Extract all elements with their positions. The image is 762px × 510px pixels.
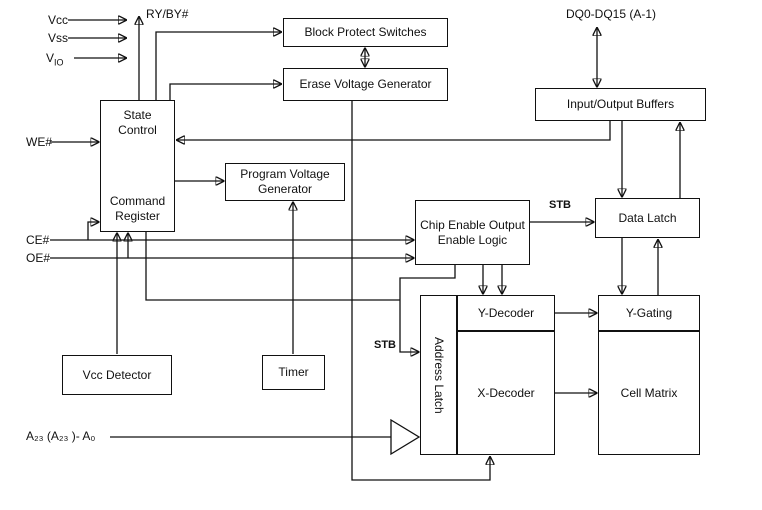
we-pin-label: WE# (26, 135, 53, 149)
y-decoder-label: Y-Decoder (477, 305, 535, 320)
timer-label: Timer (278, 365, 309, 379)
chip-enable-logic-label: Chip Enable Output Enable Logic (420, 217, 525, 247)
erase-voltage-generator-label: Erase Voltage Generator (299, 77, 432, 91)
io-buffers-box: Input/Output Buffers (535, 88, 706, 121)
x-decoder-box: X-Decoder (457, 331, 555, 455)
wire-stb-to-address-latch (399, 265, 456, 352)
block-protect-switches-box: Block Protect Switches (283, 18, 448, 47)
wire-erase-gen-to-xdecoder (351, 101, 490, 481)
state-control-label: State Control (118, 108, 157, 137)
io-buffers-label: Input/Output Buffers (566, 97, 675, 111)
address-latch-label: Address Latch (432, 336, 446, 414)
wire-io-to-state-control (177, 121, 611, 140)
wire-state-to-block-protect (155, 32, 281, 100)
address-bus-label: A₂₃ (A₂₃ )- A₀ (26, 429, 96, 443)
oe-pin-label: OE# (26, 251, 51, 265)
dq-bus-label: DQ0-DQ15 (A-1) (566, 7, 657, 21)
ce-pin-label: CE# (26, 233, 50, 247)
cell-matrix-label: Cell Matrix (620, 385, 678, 400)
vio-pin-base: V (46, 51, 55, 65)
y-gating-box: Y-Gating (598, 295, 700, 331)
timer-box: Timer (262, 355, 325, 390)
vss-pin-label: Vss (48, 31, 69, 45)
stb-data-latch-label: STB (549, 199, 571, 211)
address-latch-box: Address Latch (420, 295, 457, 455)
wire-state-to-erase-gen (169, 84, 281, 100)
vio-pin-sub: IO (54, 57, 64, 68)
block-protect-switches-label: Block Protect Switches (304, 25, 427, 39)
state-control-box: State Control Command Register (100, 100, 175, 232)
x-decoder-label: X-Decoder (477, 385, 535, 400)
y-gating-label: Y-Gating (625, 305, 673, 320)
y-decoder-box: Y-Decoder (457, 295, 555, 331)
ry-by-pin-label: RY/BY# (146, 7, 189, 21)
chip-enable-logic-box: Chip Enable Output Enable Logic (415, 200, 530, 265)
cell-matrix-box: Cell Matrix (598, 331, 700, 455)
erase-voltage-generator-box: Erase Voltage Generator (283, 68, 448, 101)
program-voltage-generator-label: Program Voltage Generator (240, 167, 330, 196)
vcc-detector-box: Vcc Detector (62, 355, 172, 395)
vcc-detector-label: Vcc Detector (82, 367, 152, 382)
command-register-label: Command Register (109, 194, 166, 223)
vio-pin-label: VIO (46, 51, 64, 67)
address-bus-arrowhead (390, 418, 421, 456)
wire-state-stb-join (145, 232, 400, 301)
data-latch-box: Data Latch (595, 198, 700, 238)
vcc-pin-label: Vcc (48, 13, 69, 27)
program-voltage-generator-box: Program Voltage Generator (225, 163, 345, 201)
wire-ce-branch (87, 222, 99, 240)
data-latch-label: Data Latch (618, 210, 677, 225)
stb-address-latch-label: STB (374, 339, 396, 351)
